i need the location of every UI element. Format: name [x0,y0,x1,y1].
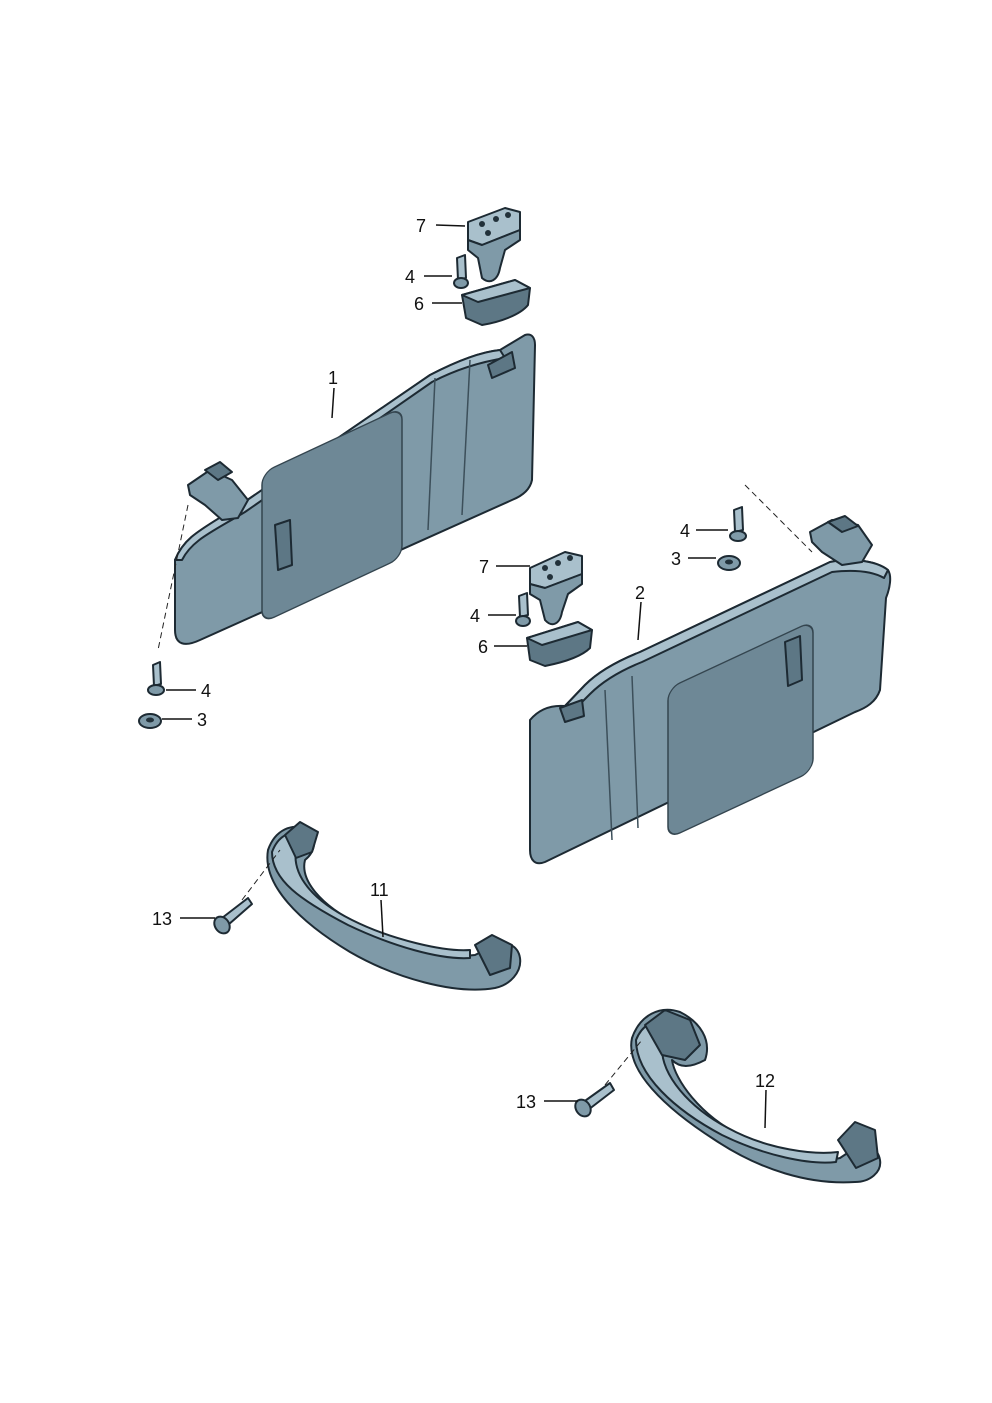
clip-left-icon [138,713,162,729]
holder-top-icon [467,207,521,283]
screw-mid-icon [515,592,531,627]
callout-12: 12 [755,1071,775,1091]
callout-4-mid: 4 [470,606,480,626]
screw-handle-lower-icon [574,1082,615,1118]
callout-7-mid: 7 [479,557,489,577]
holder-mid-icon [529,551,583,626]
callout-13-lower: 13 [516,1092,536,1112]
callout-4-left: 4 [201,681,211,701]
cap-mid-icon [526,621,593,667]
callout-4-top-left: 4 [405,267,415,287]
callout-6-mid: 6 [478,637,488,657]
screw-top-icon [453,254,469,289]
sun-visor-left-icon [174,333,536,645]
callout-11: 11 [370,880,389,900]
sun-visor-right-icon [529,515,892,865]
screw-left-icon [147,661,165,696]
callout-13-upper: 13 [152,909,172,929]
cap-top-icon [461,279,531,326]
callout-3-left: 3 [197,710,207,730]
callout-2: 2 [635,583,645,603]
grab-handle-upper-icon [266,821,522,991]
screw-right-icon [729,506,747,542]
clip-right-icon [717,555,741,571]
callout-6-top: 6 [414,294,424,314]
callout-7-top: 7 [416,216,426,236]
callout-4-top-right: 4 [680,521,690,541]
screw-handle-upper-icon [213,897,253,935]
grab-handle-lower-icon [630,1008,882,1184]
callout-3-right: 3 [671,549,681,569]
callout-1: 1 [328,368,338,388]
